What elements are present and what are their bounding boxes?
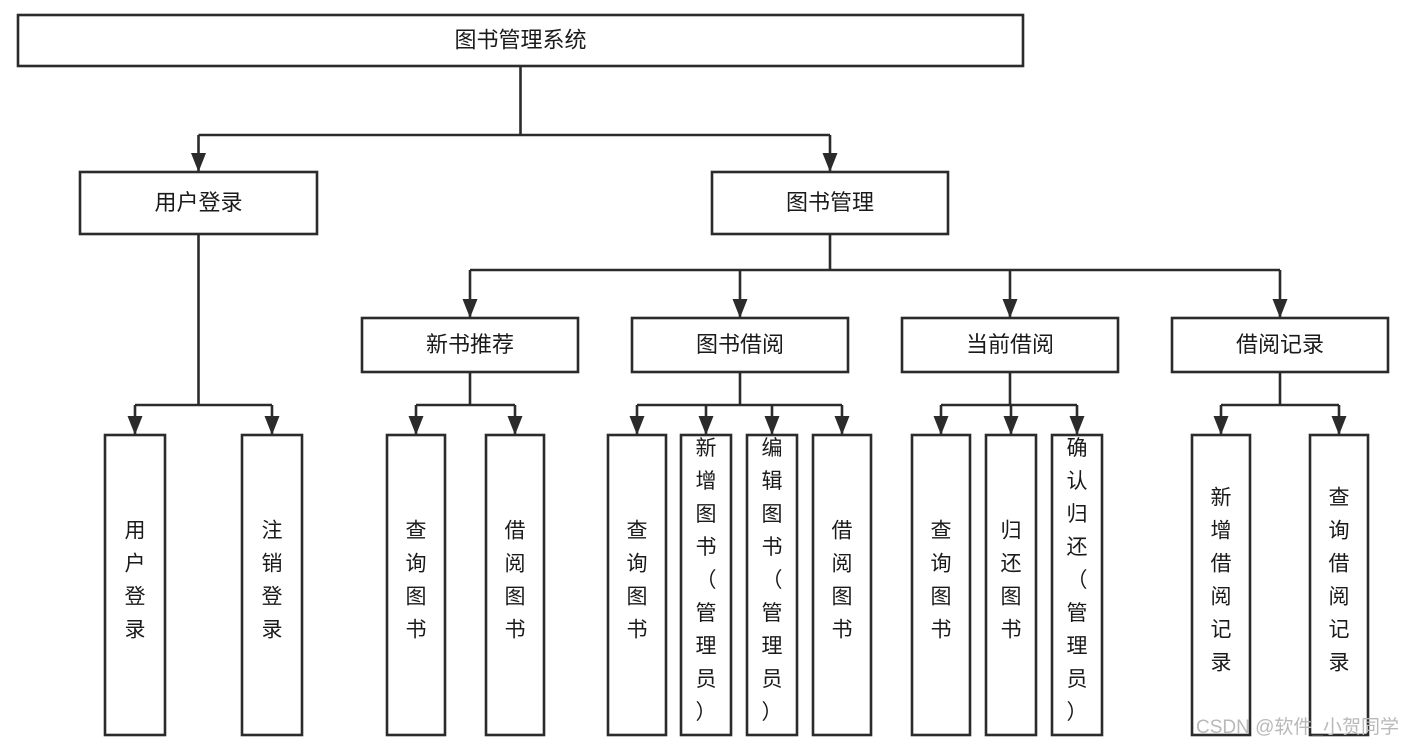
arrow-head-icon (507, 416, 523, 435)
csdn-watermark: CSDN @软件_小贺同学 (1196, 716, 1399, 738)
arrow-head-icon (933, 416, 949, 435)
node-user-login[interactable]: 用户登录 (78, 170, 319, 236)
node-leaf-confirm-return[interactable]: 确认归还（管理员） (1050, 433, 1104, 737)
node-label: 查询图书 (931, 520, 952, 642)
node-box (710, 170, 950, 236)
node-label: 编辑图书（管理员） (762, 437, 783, 724)
node-box (1308, 433, 1370, 737)
arrow-head-icon (834, 416, 850, 435)
node-leaf-query-book-1[interactable]: 查询图书 (385, 433, 447, 737)
arrow-head-icon (1213, 416, 1229, 435)
node-book-borrow[interactable]: 图书借阅 (630, 316, 850, 374)
arrow-head-icon (191, 153, 206, 172)
node-label: 查询借阅记录 (1329, 487, 1350, 675)
node-leaf-user-login[interactable]: 用户登录 (103, 433, 167, 737)
node-box (745, 433, 799, 737)
node-label: 图书管理 (786, 190, 874, 215)
node-label: 新增图书（管理员） (696, 437, 717, 724)
node-box (1050, 433, 1104, 737)
node-leaf-add-book[interactable]: 新增图书（管理员） (679, 433, 733, 737)
arrow-head-icon (1069, 416, 1085, 435)
node-box (1190, 433, 1252, 737)
arrow-head-icon (264, 416, 280, 435)
node-box (484, 433, 546, 737)
node-label: 查询图书 (406, 520, 427, 642)
node-box (910, 433, 972, 737)
node-current-borrow[interactable]: 当前借阅 (900, 316, 1120, 374)
node-box (103, 433, 167, 737)
node-label: 新增借阅记录 (1211, 487, 1232, 675)
arrow-head-icon (1272, 299, 1288, 318)
node-label: 注销登录 (262, 520, 283, 642)
node-label: 图书借阅 (696, 332, 784, 357)
node-label: 借阅图书 (832, 520, 853, 642)
node-box (811, 433, 873, 737)
node-leaf-return-book[interactable]: 归还图书 (984, 433, 1038, 737)
node-box (679, 433, 733, 737)
arrow-head-icon (732, 299, 748, 318)
node-box (984, 433, 1038, 737)
arrow-head-icon (462, 299, 478, 318)
node-leaf-add-record[interactable]: 新增借阅记录 (1190, 433, 1252, 737)
node-label: 用户登录 (125, 520, 146, 642)
node-label: 当前借阅 (966, 332, 1054, 357)
node-box (240, 433, 304, 737)
node-label: 新书推荐 (426, 332, 514, 357)
node-leaf-edit-book[interactable]: 编辑图书（管理员） (745, 433, 799, 737)
node-box (78, 170, 319, 236)
node-label: 确认归还（管理员） (1067, 437, 1088, 724)
node-box (16, 13, 1025, 68)
node-leaf-borrow-book-2[interactable]: 借阅图书 (811, 433, 873, 737)
connectors-layer (127, 66, 1347, 435)
node-box (900, 316, 1120, 374)
node-box (630, 316, 850, 374)
arrow-head-icon (127, 416, 143, 435)
node-box (1170, 316, 1390, 374)
nodes-layer: 图书管理系统用户登录图书管理新书推荐图书借阅当前借阅借阅记录用户登录注销登录查询… (16, 13, 1390, 737)
node-box (360, 316, 580, 374)
node-label: 查询图书 (627, 520, 648, 642)
node-leaf-borrow-book-1[interactable]: 借阅图书 (484, 433, 546, 737)
node-label: 归还图书 (1001, 520, 1022, 642)
node-leaf-query-book-2[interactable]: 查询图书 (606, 433, 668, 737)
node-leaf-user-logout[interactable]: 注销登录 (240, 433, 304, 737)
node-book-manage[interactable]: 图书管理 (710, 170, 950, 236)
arrow-head-icon (764, 416, 780, 435)
node-box (606, 433, 668, 737)
node-box (385, 433, 447, 737)
node-leaf-query-record[interactable]: 查询借阅记录 (1308, 433, 1370, 737)
node-label: 图书管理系统 (454, 27, 586, 52)
node-new-book-recommend[interactable]: 新书推荐 (360, 316, 580, 374)
node-root[interactable]: 图书管理系统 (16, 13, 1025, 68)
node-label: 用户登录 (154, 190, 242, 215)
arrow-head-icon (698, 416, 714, 435)
arrow-head-icon (408, 416, 424, 435)
node-label: 借阅记录 (1236, 332, 1324, 357)
arrow-head-icon (1003, 416, 1019, 435)
node-borrow-record[interactable]: 借阅记录 (1170, 316, 1390, 374)
node-label: 借阅图书 (505, 520, 526, 642)
arrow-head-icon (629, 416, 645, 435)
arrow-head-icon (822, 153, 838, 172)
arrow-head-icon (1331, 416, 1347, 435)
arrow-head-icon (1002, 299, 1018, 318)
node-leaf-query-book-3[interactable]: 查询图书 (910, 433, 972, 737)
